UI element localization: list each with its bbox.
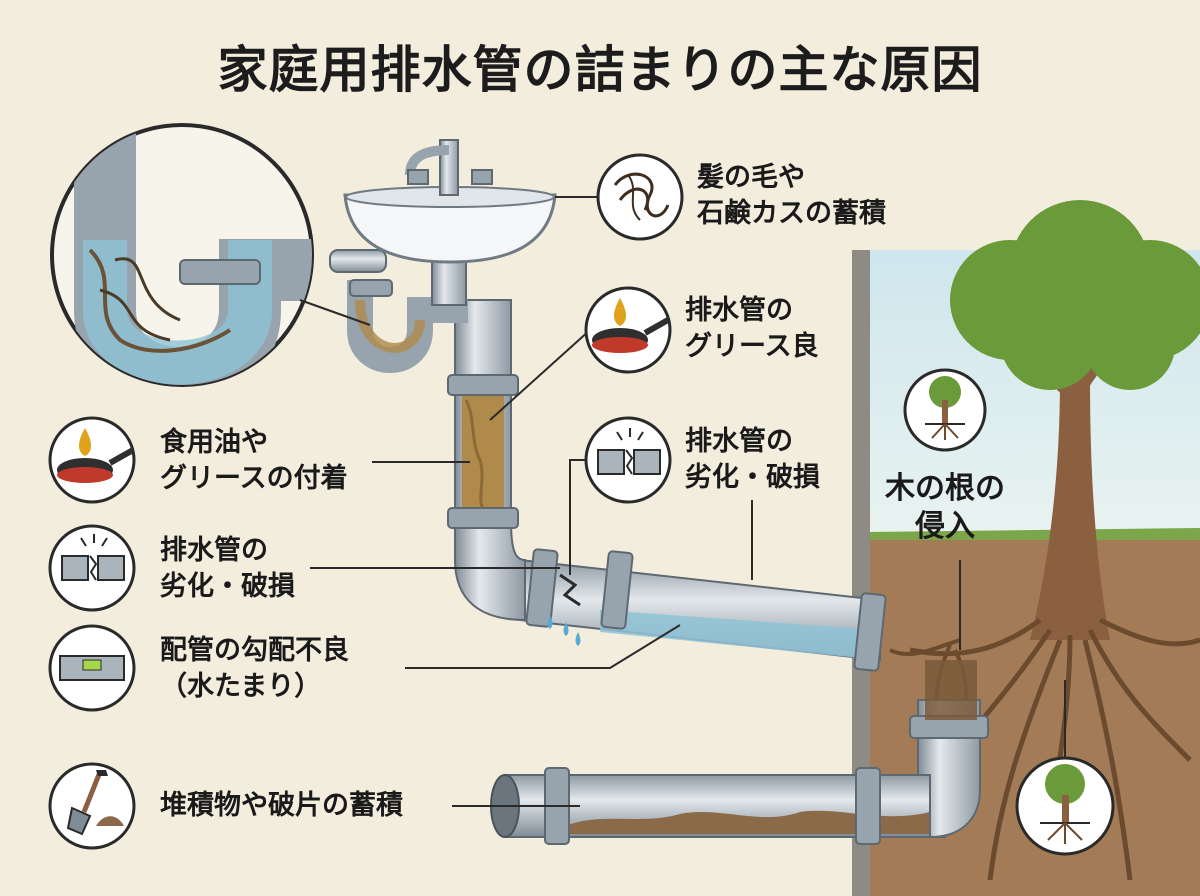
spirit-level-icon [48, 624, 136, 712]
tree-roots-icon-upper [903, 368, 987, 452]
lower-drain-pipe [490, 660, 989, 845]
label-grease-right: 排水管の グリース良 [685, 293, 819, 365]
tree-roots-icon-lower [1015, 756, 1115, 856]
label-line: グリース良 [685, 331, 819, 362]
label-line: 排水管の [685, 426, 793, 457]
label-pipe-damage-left: 排水管の 劣化・破損 [160, 533, 295, 605]
label-line: 排水管の [160, 535, 268, 566]
hair-clog-zoom-circle [50, 123, 314, 387]
cracked-pipe-icon-right [584, 416, 672, 504]
frying-pan-oil-drop-icon-left [48, 416, 136, 504]
label-line: 石鹸カスの蓄積 [697, 198, 886, 229]
cracked-pipe-icon-left [48, 524, 136, 612]
label-pipe-damage-right: 排水管の 劣化・破損 [685, 424, 820, 496]
label-line: 劣化・破損 [685, 462, 820, 493]
label-line: （水たまり） [160, 671, 322, 702]
label-line: 排水管の [685, 295, 793, 326]
sloped-main-pipe [519, 548, 887, 672]
frying-pan-oil-drop-icon-right [584, 286, 672, 374]
label-hair-soap: 髪の毛や 石鹸カスの蓄積 [697, 160, 886, 232]
label-tree-roots: 木の根の 侵入 [885, 470, 1005, 546]
label-line: 堆積物や破片の蓄積 [160, 790, 403, 821]
page-title: 家庭用排水管の詰まりの主な原因 [217, 41, 983, 99]
label-line: 侵入 [915, 509, 975, 544]
label-line: 木の根の [885, 471, 1005, 506]
label-line: 劣化・破損 [160, 571, 295, 602]
hair-strands-icon [596, 153, 684, 241]
vertical-drain-pipe [447, 299, 526, 622]
label-debris: 堆積物や破片の蓄積 [160, 788, 403, 824]
p-trap [329, 249, 468, 373]
sink-basin [343, 139, 557, 306]
label-pipe-slope: 配管の勾配不良 （水たまり） [160, 633, 349, 705]
label-line: 配管の勾配不良 [160, 635, 349, 666]
label-line: 髪の毛や [697, 162, 805, 193]
label-line: グリースの付着 [160, 463, 348, 494]
label-line: 食用油や [160, 427, 268, 458]
label-cooking-oil: 食用油や グリースの付着 [160, 425, 348, 497]
shovel-dirt-icon [48, 762, 136, 850]
leader-lines [299, 196, 1066, 807]
